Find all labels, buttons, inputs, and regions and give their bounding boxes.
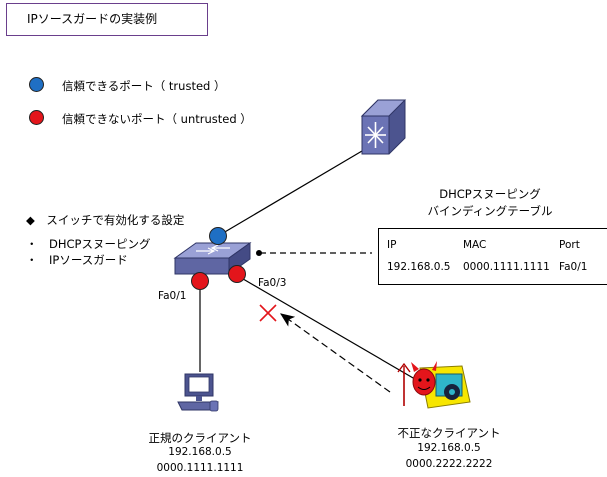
binding-header-port: Port: [559, 239, 580, 251]
switch-icon: [173, 242, 252, 275]
binding-cell-mac: 0000.1111.1111: [463, 261, 550, 273]
binding-table-title-line1: DHCPスヌーピング: [439, 187, 541, 201]
diagram-title: IPソースガードの実装例: [6, 3, 208, 36]
trusted-port-legend-label: 信頼できるポート（ trusted ）: [62, 79, 226, 93]
setting-item-ip-source-guard: ・ IPソースガード: [26, 253, 128, 267]
layer3-switch-icon: [360, 99, 407, 155]
rogue-client-cable: [237, 275, 421, 383]
binding-cell-ip: 192.168.0.5: [387, 261, 451, 273]
untrusted-port-fa01-marker: [191, 272, 209, 290]
untrusted-port-fa03-marker: [228, 265, 246, 283]
uplink-cable: [217, 150, 363, 237]
rogue-client-mac: 0000.2222.2222: [405, 458, 493, 470]
legit-client-mac: 0000.1111.1111: [156, 462, 244, 474]
rogue-client-devil-icon: [397, 361, 471, 409]
rogue-traffic-arrow: [280, 313, 391, 393]
blocked-x-icon: [259, 304, 277, 322]
rogue-client-ip: 192.168.0.5: [417, 442, 481, 454]
rogue-client-name: 不正なクライアント: [397, 426, 501, 440]
binding-cell-port: Fa0/1: [559, 261, 588, 273]
settings-heading: ◆ スイッチで有効化する設定: [26, 213, 185, 227]
legit-client-pc-icon: [177, 373, 219, 412]
port-label-fa03: Fa0/3: [258, 277, 287, 289]
binding-header-mac: MAC: [463, 239, 487, 251]
port-label-fa01: Fa0/1: [158, 290, 187, 302]
binding-table: IP MAC Port 192.168.0.5 0000.1111.1111 F…: [378, 228, 607, 285]
setting-item-dhcp-snooping: ・ DHCPスヌーピング: [26, 237, 151, 251]
binding-header-ip: IP: [387, 239, 397, 251]
trusted-port-legend-dot: [29, 77, 44, 92]
trusted-port-marker: [209, 227, 227, 245]
binding-table-title-line2: バインディングテーブル: [427, 204, 553, 218]
untrusted-port-legend-dot: [29, 110, 44, 125]
legit-client-ip: 192.168.0.5: [168, 446, 232, 458]
legit-client-name: 正規のクライアント: [148, 431, 252, 445]
untrusted-port-legend-label: 信頼できないポート（ untrusted ）: [62, 112, 252, 126]
binding-reference-dot: [256, 250, 262, 256]
